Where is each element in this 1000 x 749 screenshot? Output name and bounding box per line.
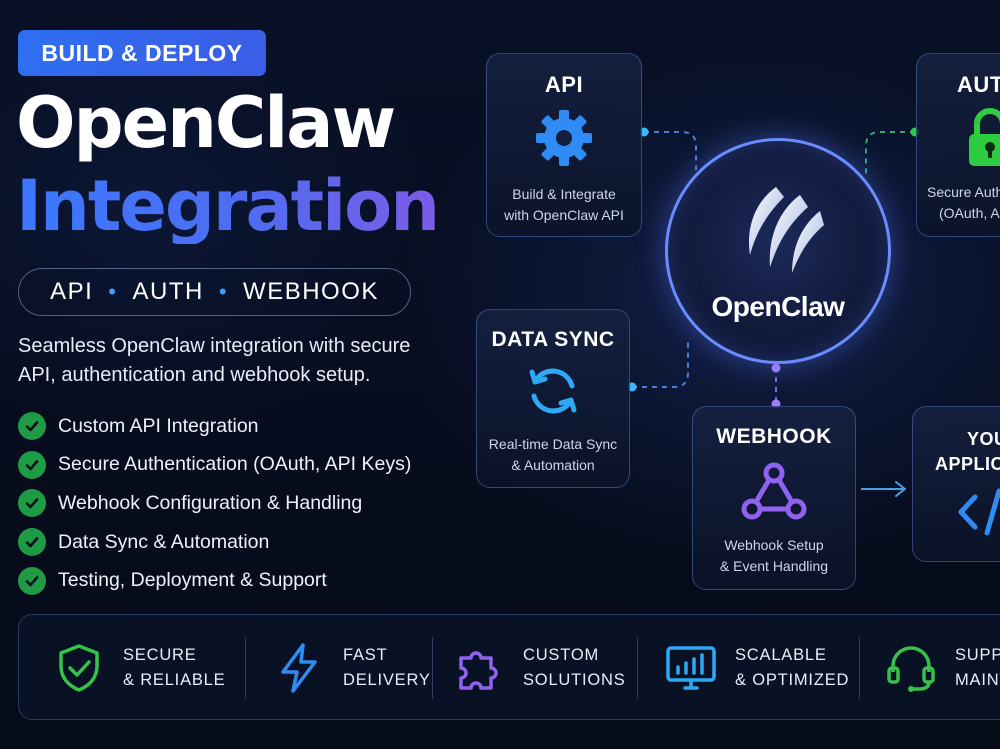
benefit-custom: CUSTOM SOLUTIONS [453, 615, 626, 721]
divider [432, 637, 433, 699]
feature-text: Testing, Deployment & Support [58, 569, 327, 592]
list-item: Webhook Configuration & Handling [18, 484, 411, 523]
feature-text: Webhook Configuration & Handling [58, 491, 363, 514]
auth-card: AUT Secure Auth (OAuth, A [916, 53, 1000, 237]
shield-check-icon [53, 642, 105, 694]
benefit-label: SUPPO MAINT [955, 646, 1000, 689]
card-subtitle-2: & Automation [511, 457, 595, 473]
benefit-label: CUSTOM SOLUTIONS [523, 646, 626, 689]
monitor-chart-icon [665, 642, 717, 694]
benefit-label: SECURE & RELIABLE [123, 646, 226, 689]
check-icon [18, 489, 46, 518]
card-subtitle-1: Webhook Setup [724, 537, 824, 553]
title-line-1: OpenClaw [16, 82, 396, 164]
benefit-secure: SECURE & RELIABLE [53, 615, 225, 721]
card-title: WEBHOOK [716, 425, 832, 448]
card-title: API [544, 72, 584, 97]
check-icon [18, 450, 46, 479]
card-title: DATA SYNC [491, 328, 615, 351]
connector-dot [771, 363, 781, 373]
list-item: Secure Authentication (OAuth, API Keys) [18, 446, 411, 485]
card-title: AUT [957, 72, 1000, 97]
title-line-2: Integration [16, 165, 440, 247]
divider [245, 637, 246, 699]
datasync-card: DATA SYNC Real-time Data Sync & Automati… [476, 309, 630, 488]
divider [637, 637, 638, 699]
card-title-1: YOU [967, 429, 1000, 449]
claw-logo-icon [736, 181, 826, 277]
list-item: Data Sync & Automation [18, 523, 411, 562]
check-icon [18, 566, 46, 595]
dot-separator: • [108, 279, 118, 304]
gear-icon [532, 106, 596, 170]
webhook-icon [739, 459, 809, 525]
feature-text: Custom API Integration [58, 414, 259, 437]
card-subtitle-2: & Event Handling [719, 558, 829, 574]
benefit-label: SCALABLE & OPTIMIZED [735, 646, 850, 689]
api-card: API Buil [486, 53, 642, 237]
feature-text: Data Sync & Automation [58, 530, 270, 553]
feature-list: Custom API Integration Secure Authentica… [18, 407, 411, 600]
card-subtitle-1: Build & Integrate [512, 186, 616, 202]
openclaw-hub: OpenClaw [665, 138, 891, 364]
card-subtitle-1: Secure Auth [927, 184, 1000, 200]
arrow-icon [895, 481, 906, 497]
card-subtitle-2: (OAuth, A [939, 205, 1000, 221]
code-icon [957, 487, 1000, 537]
headset-icon [885, 642, 937, 694]
list-item: Custom API Integration [18, 407, 411, 446]
lock-icon [965, 106, 1000, 170]
benefit-fast: FAST DELIVERY [273, 615, 431, 721]
webhook-card: WEBHOOK Webhook Setup & Event Handling [692, 406, 856, 590]
check-icon [18, 412, 46, 441]
benefits-bar: SECURE & RELIABLE FAST DELIVERY CUSTOM S… [18, 614, 1000, 720]
tag-webhook: WEBHOOK [243, 278, 379, 305]
card-title-2: APPLICA [935, 454, 1000, 474]
benefit-scalable: SCALABLE & OPTIMIZED [665, 615, 849, 721]
puzzle-icon [453, 642, 505, 694]
application-card: YOU APPLICA [912, 406, 1000, 562]
lightning-icon [273, 642, 325, 694]
tag-api: API [50, 278, 94, 305]
hub-name: OpenClaw [711, 291, 845, 322]
feature-text: Secure Authentication (OAuth, API Keys) [58, 453, 412, 476]
list-item: Testing, Deployment & Support [18, 561, 411, 600]
tag-auth: AUTH [132, 278, 204, 305]
divider [859, 637, 860, 699]
benefit-label: FAST DELIVERY [343, 646, 431, 689]
check-icon [18, 528, 46, 557]
tags-pill: API • AUTH • WEBHOOK [18, 268, 411, 316]
card-subtitle-1: Real-time Data Sync [488, 436, 618, 452]
sync-icon [524, 362, 582, 420]
build-deploy-badge: BUILD & DEPLOY [18, 30, 266, 76]
benefit-support: SUPPO MAINT [885, 615, 1000, 721]
description: Seamless OpenClaw integration with secur… [18, 335, 411, 386]
card-subtitle-2: with OpenClaw API [504, 207, 624, 223]
dot-separator: • [218, 279, 229, 304]
